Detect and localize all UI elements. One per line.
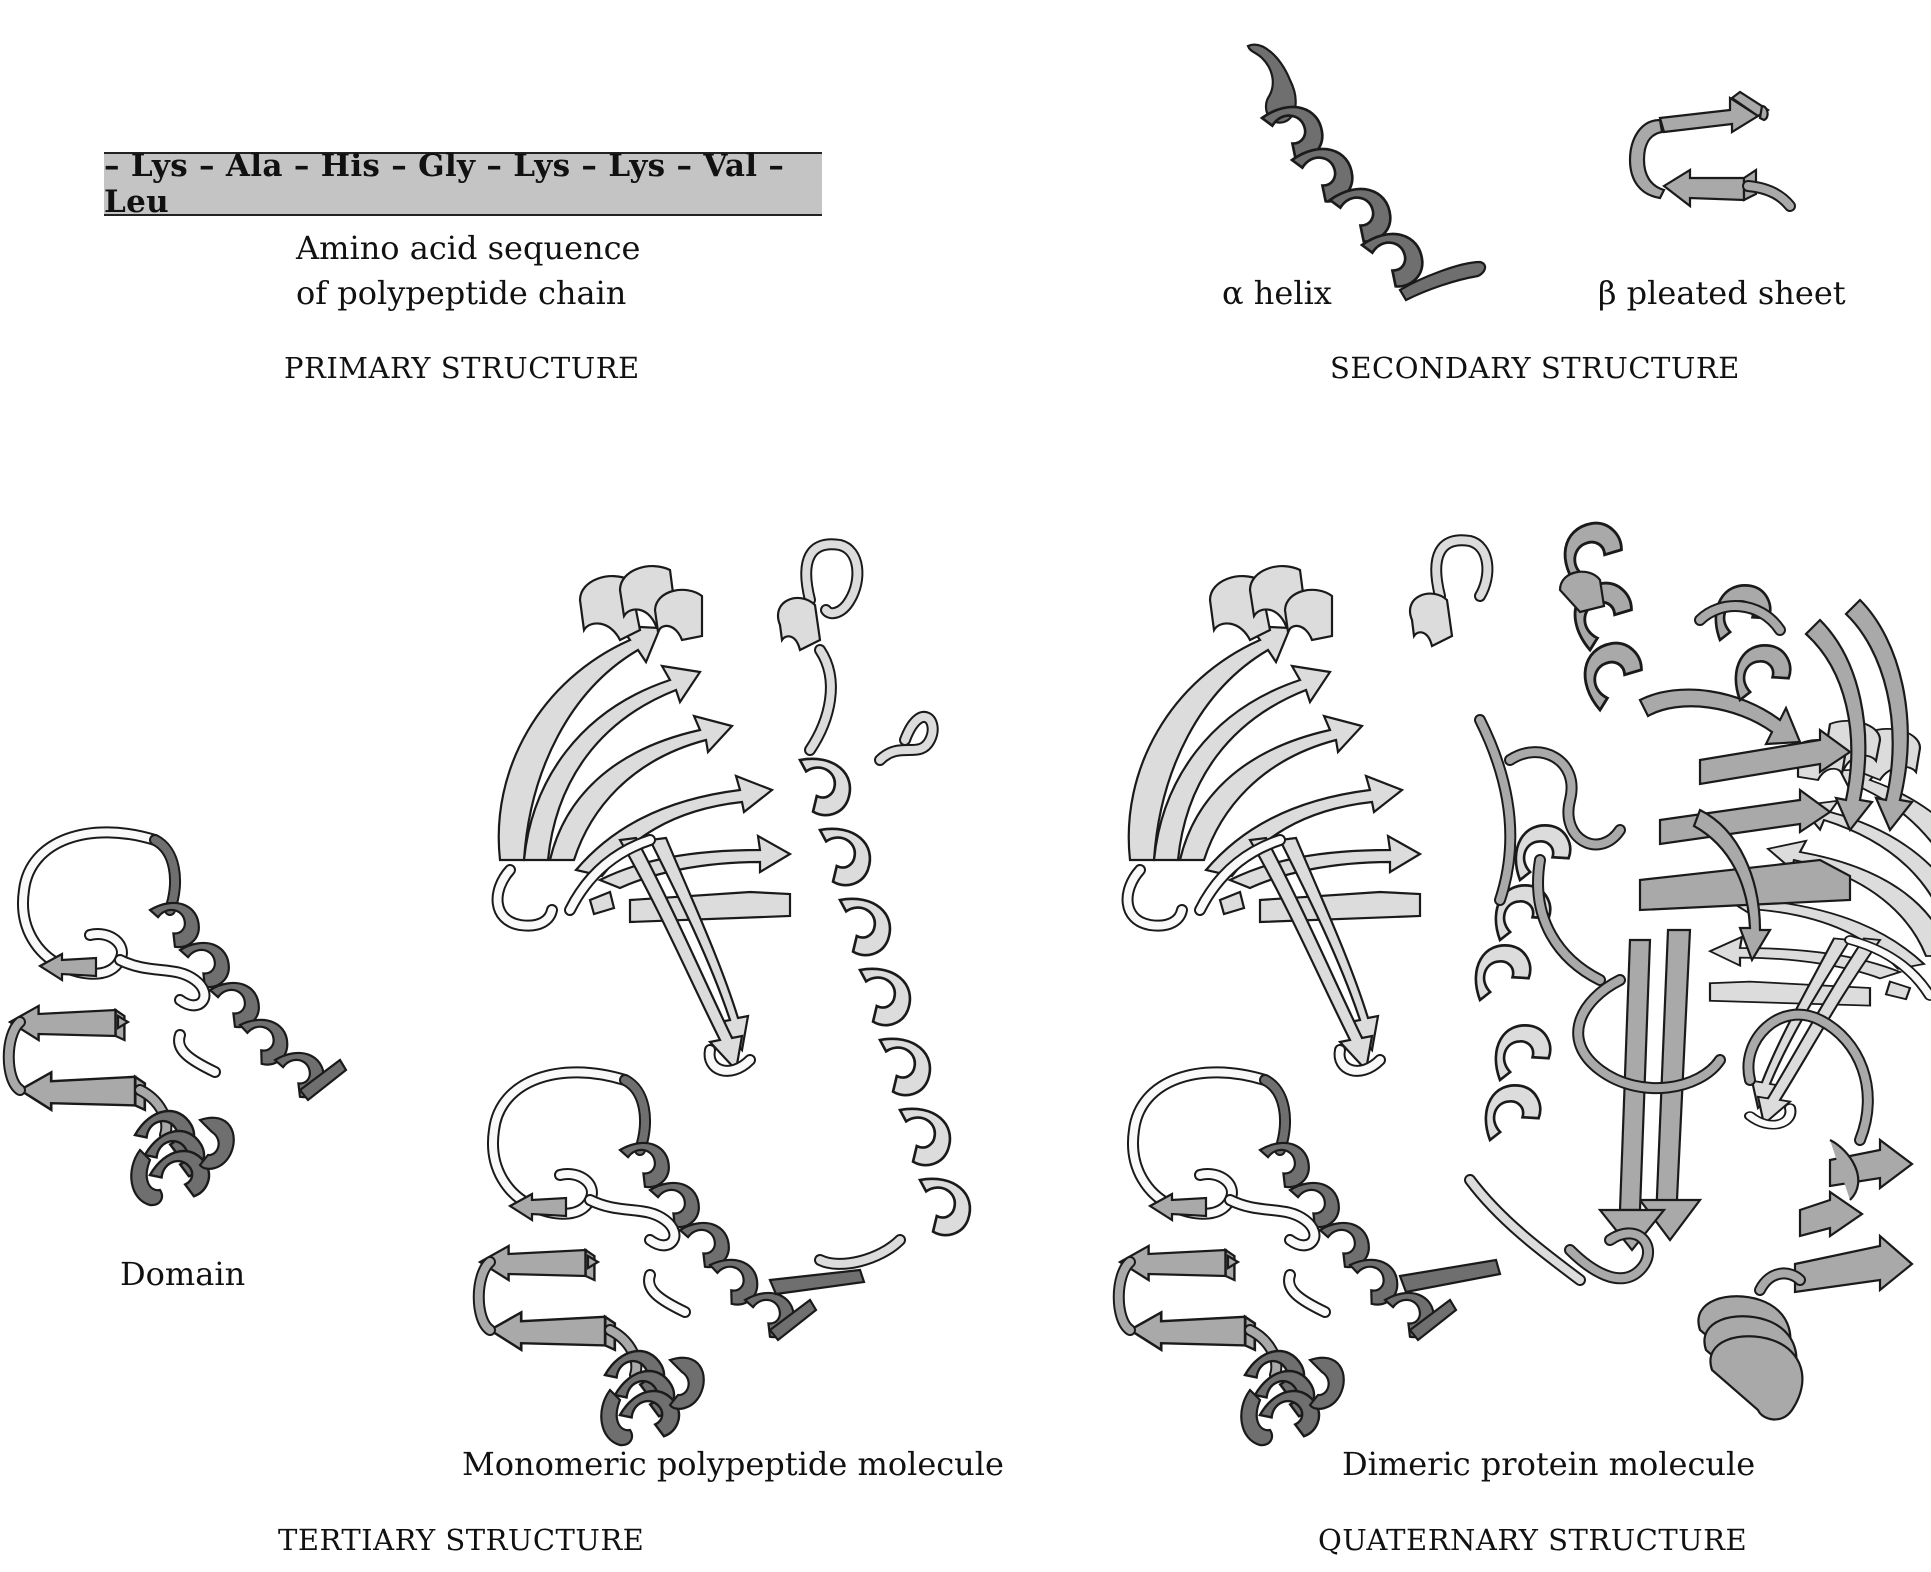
beta-sheet-figure — [1628, 90, 1796, 212]
monomer-label: Monomeric polypeptide molecule — [462, 1445, 1004, 1483]
amino-acid-sequence: – Lys – Ala – His – Gly – Lys – Lys – Va… — [104, 148, 785, 220]
monomer-figure — [479, 538, 983, 1445]
secondary-structure-heading: SECONDARY STRUCTURE — [1330, 351, 1740, 385]
dimer-figure — [1119, 516, 1931, 1445]
alpha-helix-figure — [1246, 43, 1487, 302]
quaternary-structure-heading: QUATERNARY STRUCTURE — [1318, 1523, 1748, 1557]
dimer-label: Dimeric protein molecule — [1342, 1445, 1756, 1483]
domain-label: Domain — [120, 1255, 246, 1293]
beta-sheet-label: β pleated sheet — [1598, 274, 1846, 312]
primary-structure-heading: PRIMARY STRUCTURE — [284, 351, 640, 385]
alpha-helix-label: α helix — [1222, 274, 1332, 312]
primary-caption-line1: Amino acid sequence — [296, 229, 641, 267]
amino-acid-sequence-bar: – Lys – Ala – His – Gly – Lys – Lys – Va… — [104, 148, 822, 220]
primary-caption-line2: of polypeptide chain — [296, 274, 627, 312]
tertiary-structure-heading: TERTIARY STRUCTURE — [278, 1523, 645, 1557]
domain-figure — [9, 832, 346, 1205]
